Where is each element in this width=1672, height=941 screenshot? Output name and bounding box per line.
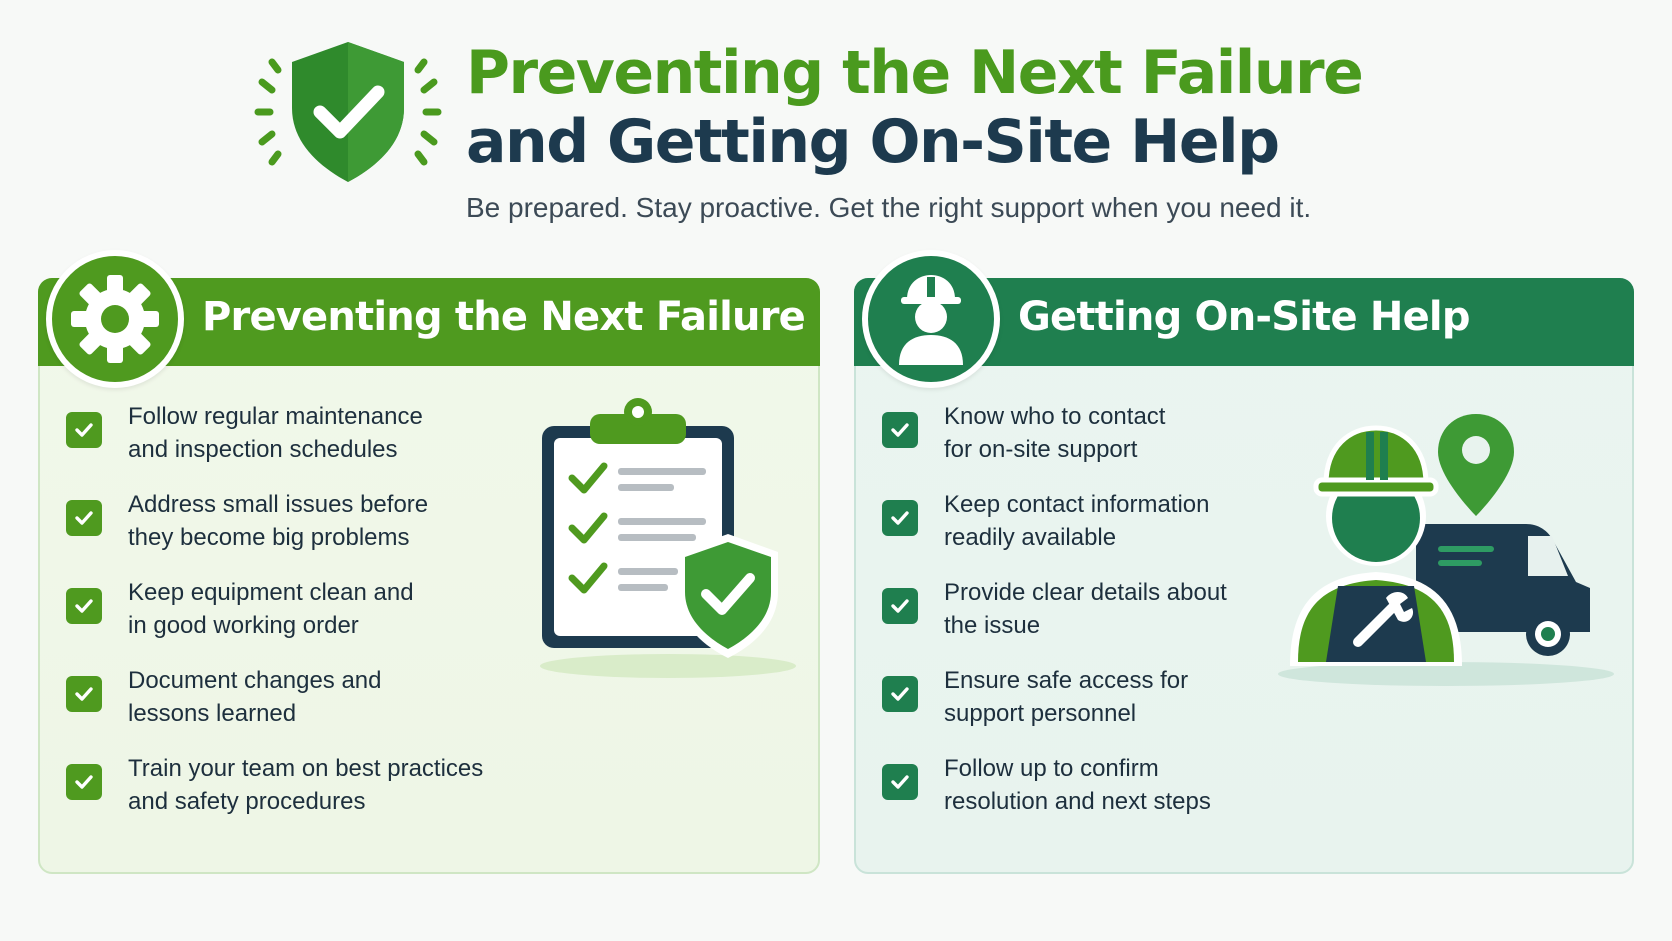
checkbox-checked-icon [882, 676, 918, 712]
shield-check-icon [254, 42, 442, 182]
onsite-help-title: Getting On-Site Help [1018, 294, 1470, 340]
list-item-text: Follow regular maintenance and inspectio… [128, 403, 423, 463]
gear-badge [46, 250, 184, 388]
checkbox-checked-icon [66, 676, 102, 712]
clipboard-checklist-icon [540, 398, 796, 678]
technician-van-illustration [1278, 414, 1614, 686]
gear-icon [71, 275, 159, 363]
checkbox-checked-icon [882, 764, 918, 800]
list-item-text: Address small issues before they become … [128, 491, 429, 551]
technician-badge [862, 250, 1000, 388]
technician-icon [899, 275, 963, 365]
list-item-text: Document changes and lessons learned [128, 667, 382, 727]
page-title-line2: and Getting On-Site Help [466, 107, 1280, 177]
list-item-text: Follow up to confirm resolution and next… [944, 755, 1211, 815]
checkbox-checked-icon [66, 764, 102, 800]
list-item-text: Ensure safe access for support personnel [944, 667, 1189, 727]
list-item-text: Know who to contact for on-site support [944, 403, 1166, 463]
title-block: Preventing the Next Failure and Getting … [466, 38, 1466, 224]
page-title-line1: Preventing the Next Failure [466, 38, 1364, 108]
checkbox-checked-icon [882, 500, 918, 536]
prevention-title: Preventing the Next Failure [202, 294, 806, 340]
checkbox-checked-icon [66, 588, 102, 624]
onsite-help-panel: Getting On-Site Help Know who to contact… [854, 250, 1634, 874]
checkbox-checked-icon [66, 412, 102, 448]
checkbox-checked-icon [882, 412, 918, 448]
list-item-text: Keep equipment clean and in good working… [128, 579, 414, 639]
list-item-text: Train your team on best practices and sa… [128, 755, 484, 815]
list-item-text: Keep contact information readily availab… [944, 491, 1210, 551]
page-subtitle: Be prepared. Stay proactive. Get the rig… [466, 192, 1312, 223]
checkbox-checked-icon [882, 588, 918, 624]
prevention-panel: Preventing the Next Failure [38, 250, 820, 874]
list-item-text: Provide clear details about the issue [944, 579, 1227, 639]
checkbox-checked-icon [66, 500, 102, 536]
